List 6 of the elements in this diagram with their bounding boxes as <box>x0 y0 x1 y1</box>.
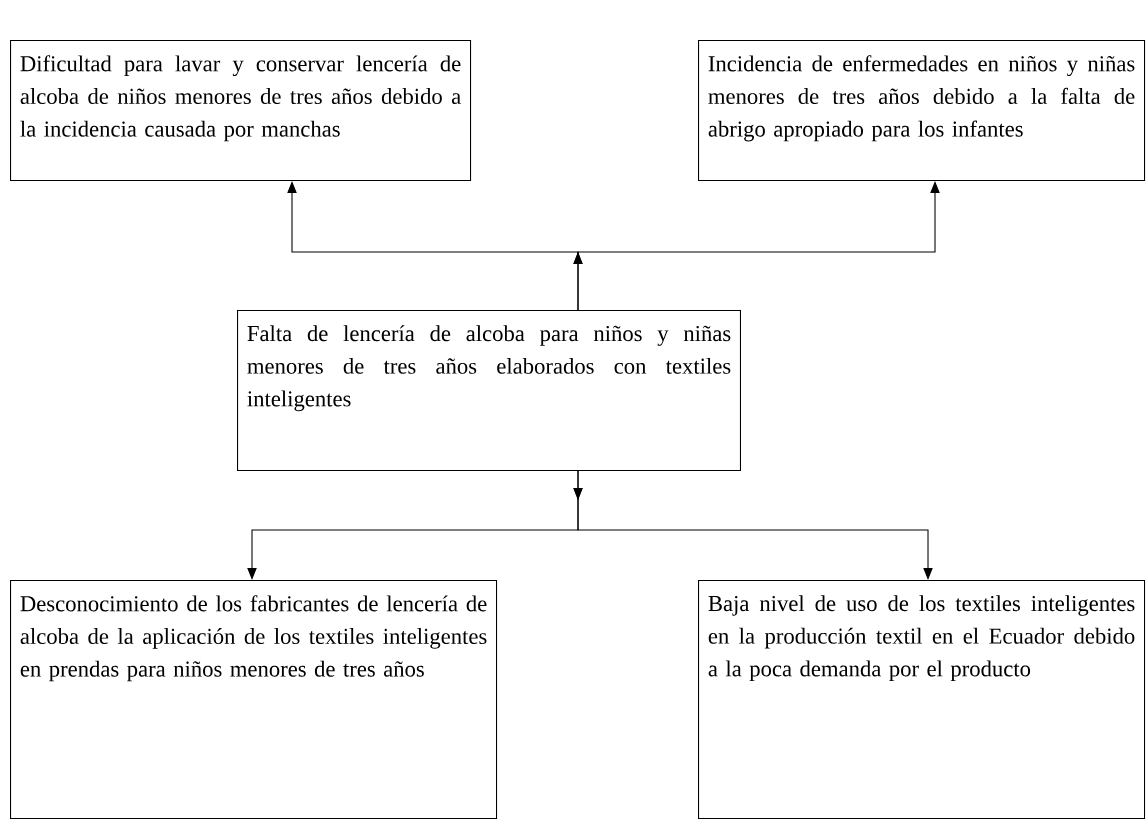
arrow <box>573 469 933 580</box>
text-box: Desconocimiento de los fabricantes de lencería de alcoba de la aplicación de los textiles inteligentes en prendas para niños menores de tres años <box>10 580 498 820</box>
text-box: Baja nivel de uso de los textiles inteligentes en la producción textil en el Ecuador debido a la poca demanda por el producto <box>698 580 1146 820</box>
text-box: Falta de lencería de alcoba para niños y niñas menores de tres años elaborados con textiles inteligentes <box>237 310 741 472</box>
text-box: Dificultad para lavar y conservar lencería de alcoba de niños menores de tres años debido a la incidencia causada por manchas <box>10 40 472 182</box>
text-box: Incidencia de enfermedades en niños y niñas menores de tres años debido a la falta de abrigo apropiado para los infantes <box>698 40 1146 182</box>
